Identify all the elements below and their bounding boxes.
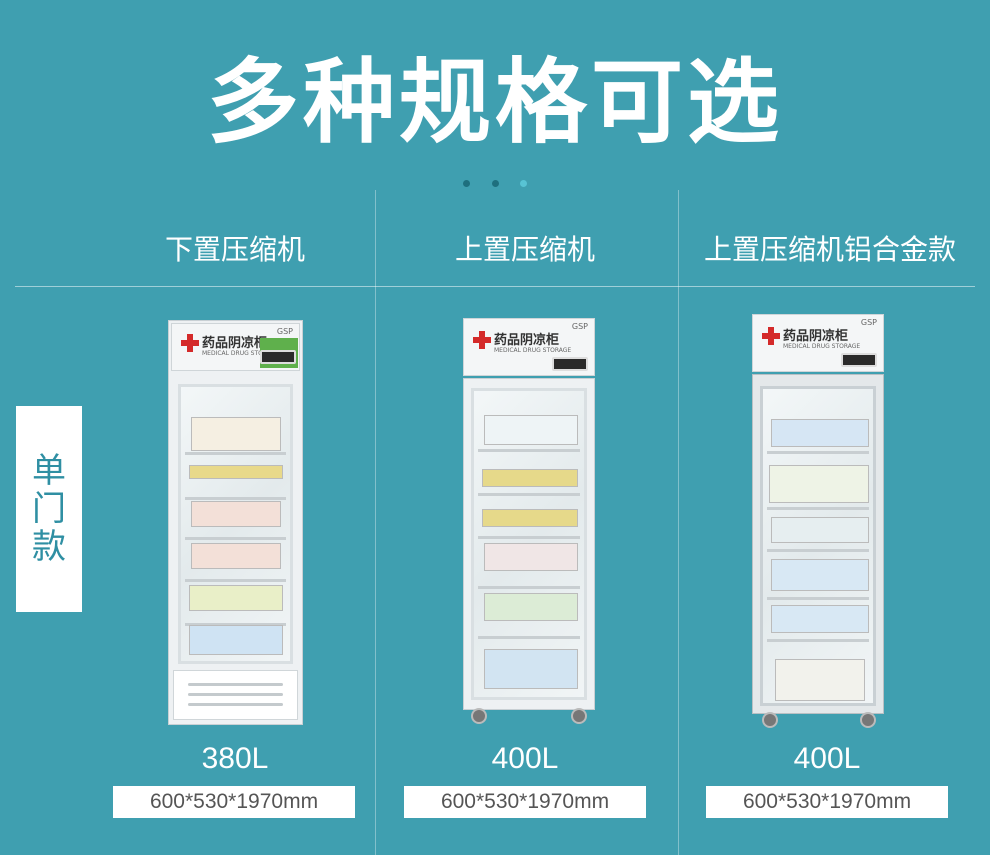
fridge-brand: 药品阴凉柜 bbox=[494, 333, 560, 348]
fridge-header: 药品阴凉柜 MEDICAL DRUG STORAGE GSP bbox=[463, 318, 595, 376]
fridge-header: 药品阴凉柜 MEDICAL DRUG STORAGE GSP bbox=[752, 314, 884, 372]
dimensions-1: 600*530*1970mm bbox=[113, 786, 355, 818]
column-title-3: 上置压缩机铝合金款 bbox=[703, 233, 956, 266]
dimensions-3: 600*530*1970mm bbox=[706, 786, 948, 818]
temperature-display bbox=[841, 353, 877, 367]
red-cross-icon bbox=[473, 331, 491, 349]
temperature-display bbox=[260, 350, 296, 364]
side-label: 单门款 bbox=[32, 451, 66, 567]
caster-left bbox=[762, 712, 778, 728]
capacity-1: 380L bbox=[201, 742, 269, 775]
gsp-label: GSP bbox=[571, 322, 588, 331]
column-title-2: 上置压缩机 bbox=[454, 233, 595, 266]
red-cross-icon bbox=[181, 334, 199, 352]
fridge-brand: 药品阴凉柜 bbox=[783, 329, 849, 344]
dot-2[interactable] bbox=[491, 180, 499, 187]
compressor-grille bbox=[173, 670, 298, 720]
temperature-display bbox=[552, 357, 588, 371]
side-label-box: 单门款 bbox=[16, 406, 82, 612]
capacity-3: 400L bbox=[793, 742, 861, 775]
fridge-brand-sub: MEDICAL DRUG STORAGE bbox=[202, 350, 280, 357]
caster-right bbox=[571, 708, 587, 724]
fridge-brand: 药品阴凉柜 bbox=[202, 336, 268, 351]
caster-right bbox=[860, 712, 876, 728]
red-cross-icon bbox=[762, 327, 780, 345]
fridge-header: 药品阴凉柜 MEDICAL DRUG STORAGE GSP bbox=[171, 323, 300, 371]
fridge-glass-door bbox=[760, 386, 876, 706]
fridge-brand-sub: MEDICAL DRUG STORAGE bbox=[783, 343, 861, 350]
fridge-image-2: 药品阴凉柜 MEDICAL DRUG STORAGE GSP bbox=[463, 318, 595, 724]
page-title: 多种规格可选 bbox=[206, 49, 783, 156]
fridge-image-1: 药品阴凉柜 MEDICAL DRUG STORAGE GSP bbox=[168, 320, 303, 725]
gsp-label: GSP bbox=[860, 318, 877, 327]
fridge-brand-sub: MEDICAL DRUG STORAGE bbox=[494, 347, 572, 354]
column-divider-left bbox=[375, 190, 376, 855]
column-title-1: 下置压缩机 bbox=[164, 233, 305, 266]
caster-left bbox=[471, 708, 487, 724]
header-divider bbox=[15, 286, 975, 287]
dimensions-2: 600*530*1970mm bbox=[404, 786, 646, 818]
gsp-label: GSP bbox=[276, 327, 293, 336]
dot-1[interactable] bbox=[463, 180, 471, 187]
carousel-dots bbox=[0, 172, 990, 191]
fridge-image-3: 药品阴凉柜 MEDICAL DRUG STORAGE GSP bbox=[752, 314, 884, 728]
fridge-glass-door bbox=[178, 384, 293, 664]
dot-3[interactable] bbox=[519, 180, 527, 187]
column-divider-right bbox=[678, 190, 679, 855]
fridge-glass-door bbox=[471, 388, 587, 700]
capacity-2: 400L bbox=[491, 742, 559, 775]
